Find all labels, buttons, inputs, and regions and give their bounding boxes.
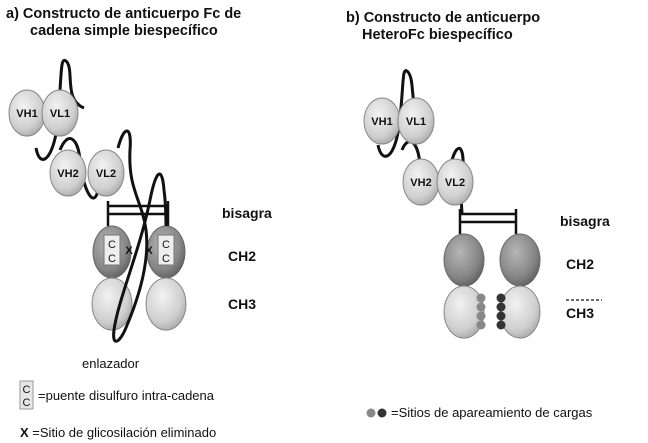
panel-b-hinge-label: bisagra [560,213,610,229]
legend-cc-2: C [23,397,31,409]
panel-b-ch3-left [443,285,485,339]
panel-b-hinge [458,209,518,234]
panel-a-vl2-domain [87,149,125,197]
panel-a-vh2-domain [49,149,87,197]
panel-b-ch2-label: CH2 [566,256,595,272]
panel-a-hinge-label: bisagra [222,205,272,221]
panel-a-cc-right-1: C [162,239,170,251]
panel-b-vl2-domain [436,158,474,206]
panel-b-ch2-left [443,233,485,287]
panel-a-title-line1: a) Constructo de anticuerpo Fc de [6,6,242,22]
panel-a-ch3-label: CH3 [228,296,257,312]
panel-b-vl1-label: VL1 [406,116,426,128]
legend-cc-1: C [23,384,31,396]
panel-a-ch2-label: CH2 [228,248,257,264]
panel-a-disulfide-box-left [103,234,121,266]
panel-b-ch3-right [499,285,541,339]
legend-glyco-symbol: X [20,425,29,440]
panel-a-cc-right-2: C [162,253,170,265]
panel-b-vl1-domain [397,97,435,145]
legend-glyco-row: X =Sitio de glicosilación eliminado [20,425,216,440]
panel-b-ch2-right [499,233,541,287]
panel-a-linker-label: enlazador [82,356,140,371]
panel-a-title: a) Constructo de anticuerpo Fc de cadena… [6,6,241,40]
panel-a-vl1-domain [41,89,79,137]
panel-b-ch3-label: CH3 [566,305,595,321]
panel-a-cc-left-1: C [108,239,116,251]
panel-a-title-line2: cadena simple biespecífico [30,23,218,39]
panel-a-linker-top [34,58,85,161]
panel-a-ch3-left [91,277,133,331]
panel-b-linker-top [376,69,425,158]
panel-b-vh1-label: VH1 [371,116,392,128]
legend-charge-text: =Sitios de apareamiento de cargas [391,405,593,420]
panel-b-vl2-label: VL2 [445,177,465,189]
panel-a-enlazador-curve [112,149,168,343]
panel-a-vl1-label: VL1 [50,108,70,120]
panel-a-diagram: VH1 VL1 VH2 VL2 C C C C X X [8,58,187,343]
panel-b-title-line2: HeteroFc biespecífico [362,27,513,43]
panel-a-linker-mid2 [116,129,132,151]
panel-b-vh2-label: VH2 [410,177,431,189]
panel-a-vh1-label: VH1 [16,108,37,120]
panel-a-vl2-label: VL2 [96,168,116,180]
panel-a-glyco-x-left: X [125,245,133,257]
panel-b-title-line1: b) Constructo de anticuerpo [346,10,541,26]
panel-a-cc-left-2: C [108,253,116,265]
legend-disulfide-text: =puente disulfuro intra-cadena [38,388,214,403]
panel-a-glyco-x-right: X [145,245,153,257]
panel-b-charge-dots-left [476,293,486,330]
legend-glyco-text: =Sitio de glicosilación eliminado [32,425,217,440]
panel-a-ch3-right [145,277,187,331]
panel-b-charge-dots-right [496,293,506,330]
panel-a-hinge [106,201,170,226]
panel-b-title: b) Constructo de anticuerpo HeteroFc bie… [346,10,540,44]
panel-a-disulfide-box-right [157,234,175,266]
panel-b-diagram: VH1 VL1 VH2 VL2 [363,69,602,339]
legend-disulfide-symbol: C C [19,380,34,410]
panel-a-vh2-label: VH2 [57,168,78,180]
legend-charge-symbol [366,408,387,418]
